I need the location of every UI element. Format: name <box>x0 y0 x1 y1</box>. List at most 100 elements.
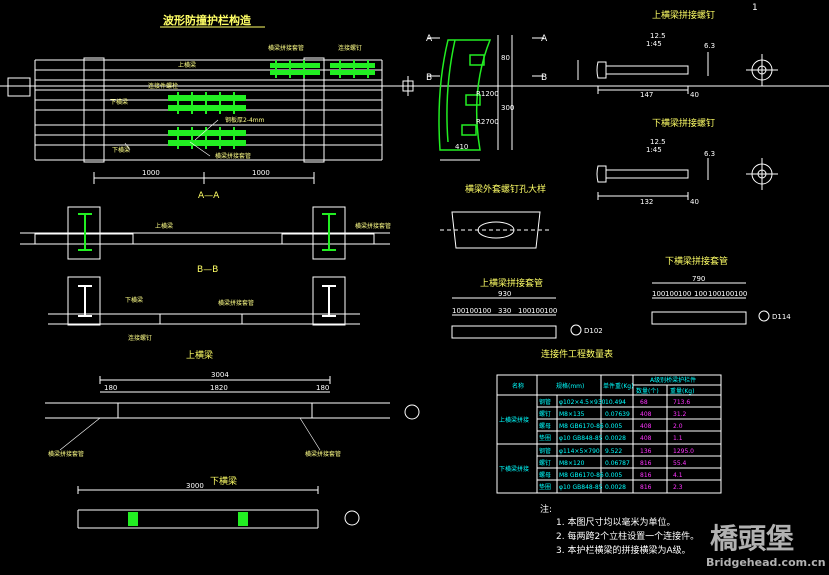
notes-head: 注: <box>540 503 552 515</box>
svg-text:1295.0: 1295.0 <box>673 448 694 455</box>
th-weight: 重量(Kg) <box>670 387 694 395</box>
upper-bolt-len: 147 <box>640 91 653 99</box>
lower-bolt-dia: 12.5 <box>650 138 666 146</box>
upper-beam-drawing <box>45 376 390 419</box>
svg-text:M8 GB6170-86: M8 GB6170-86 <box>559 423 604 430</box>
upper-beam-section-circle <box>404 404 420 420</box>
lower-bolt-end-view <box>746 158 778 190</box>
lower-beam-green-marks <box>128 512 248 526</box>
lower-splice-circle <box>758 310 770 322</box>
svg-text:螺钉: 螺钉 <box>539 459 551 467</box>
lower-bolt-head: 6.3 <box>704 150 715 158</box>
ucs-icon <box>7 77 31 97</box>
label-steel: 钢板厚2-4mm <box>225 116 265 124</box>
svg-text:φ114×5×790: φ114×5×790 <box>559 448 600 455</box>
svg-text:10.494: 10.494 <box>605 399 626 406</box>
svg-text:0.0028: 0.0028 <box>605 435 626 442</box>
svg-text:136: 136 <box>640 448 652 455</box>
svg-text:0.005: 0.005 <box>605 423 622 430</box>
svg-text:68: 68 <box>640 399 648 406</box>
dim-1820: 1820 <box>210 384 228 392</box>
svg-text:816: 816 <box>640 460 652 467</box>
svg-text:1.1: 1.1 <box>673 435 683 442</box>
dim-180-left: 180 <box>104 384 117 392</box>
label-upper-sleeve-right: 横梁拼接套管 <box>305 450 341 458</box>
svg-text:螺母: 螺母 <box>539 471 551 479</box>
dim-d114: D114 <box>772 313 791 321</box>
svg-text:M8 GB6170-86: M8 GB6170-86 <box>559 472 604 479</box>
svg-text:M8×135: M8×135 <box>559 411 585 418</box>
scale-mark: 1 <box>752 3 758 13</box>
upper-bolt-ratio: 1:45 <box>646 40 662 48</box>
label-bb-sleeve: 横梁拼接套管 <box>218 299 254 307</box>
dim-930: 930 <box>498 290 511 298</box>
upper-bolt-40: 40 <box>690 91 699 99</box>
svg-text:330: 330 <box>498 307 511 315</box>
svg-text:100: 100 <box>734 290 747 298</box>
label-gap: 横梁拼接套管 <box>215 152 251 160</box>
svg-text:31.2: 31.2 <box>673 411 687 418</box>
svg-text:100: 100 <box>544 307 557 315</box>
svg-text:100: 100 <box>708 290 721 298</box>
note-1: 1. 本图尺寸均以毫米为单位。 <box>556 516 675 528</box>
lower-beam-title: 下横梁 <box>210 475 237 487</box>
svg-text:9.522: 9.522 <box>605 448 622 455</box>
dim-80: 80 <box>501 54 510 62</box>
lower-bolt-len: 132 <box>640 198 653 206</box>
elevation-bolt-ticks <box>177 60 369 149</box>
table-title: 连接件工程数量表 <box>541 348 613 360</box>
dim-r1200: R1200 <box>476 90 499 98</box>
svg-text:408: 408 <box>640 435 652 442</box>
section-bb <box>48 276 360 326</box>
svg-text:100: 100 <box>465 307 478 315</box>
dim-3004: 3004 <box>211 371 229 379</box>
svg-text:408: 408 <box>640 423 652 430</box>
svg-text:φ10 GB848-85: φ10 GB848-85 <box>559 435 603 442</box>
svg-text:713.6: 713.6 <box>673 399 690 406</box>
svg-text:钢管: 钢管 <box>539 447 551 455</box>
upper-bolt <box>577 52 709 94</box>
svg-text:0.005: 0.005 <box>605 472 622 479</box>
label-washer: 连接件螺栓 <box>148 82 178 90</box>
dim-300: 300 <box>501 104 514 112</box>
svg-text:螺母: 螺母 <box>539 422 551 430</box>
svg-text:垫圈: 垫圈 <box>539 434 551 442</box>
upper-splice <box>451 297 557 339</box>
svg-text:100: 100 <box>721 290 734 298</box>
cursor-pickbox <box>402 80 414 92</box>
svg-text:100: 100 <box>478 307 491 315</box>
label-splice-sleeve: 横梁拼接套管 <box>268 44 304 52</box>
svg-text:螺钉: 螺钉 <box>539 410 551 418</box>
dim-1000-right: 1000 <box>252 169 270 177</box>
group-lower: 下横梁拼接 <box>499 465 529 473</box>
table-grid <box>496 374 722 494</box>
main-title: 波形防撞护栏构造 <box>163 13 252 27</box>
svg-text:100: 100 <box>665 290 678 298</box>
lower-splice <box>651 282 747 325</box>
table-row: 钢管 φ114×5×790 9.522 136 1295.0 <box>539 447 694 455</box>
lower-bolt-ratio: 1:45 <box>646 146 662 154</box>
leader-lines <box>124 119 219 157</box>
svg-text:100: 100 <box>518 307 531 315</box>
lower-bolt-40: 40 <box>690 198 699 206</box>
svg-text:4.1: 4.1 <box>673 472 683 479</box>
post-profile <box>438 39 492 151</box>
dim-lower-total: 3000 <box>186 482 204 490</box>
cut-b-left: B <box>426 73 432 83</box>
svg-text:0.06787: 0.06787 <box>605 460 630 467</box>
lower-bolt-title: 下横梁拼接螺钉 <box>652 117 715 129</box>
hole-detail-title: 横梁外套螺钉孔大样 <box>465 183 546 195</box>
svg-text:M8×120: M8×120 <box>559 460 585 467</box>
svg-text:2.0: 2.0 <box>673 423 683 430</box>
section-aa-title: A—A <box>198 191 220 201</box>
note-2: 2. 每两跨2个立柱设置一个连接件。 <box>556 530 699 542</box>
svg-text:φ102×4.5×930: φ102×4.5×930 <box>559 399 606 406</box>
label-aa-sleeve: 横梁拼接套管 <box>355 222 391 230</box>
dim-410: 410 <box>455 143 468 151</box>
cut-a-right: A <box>541 34 548 44</box>
